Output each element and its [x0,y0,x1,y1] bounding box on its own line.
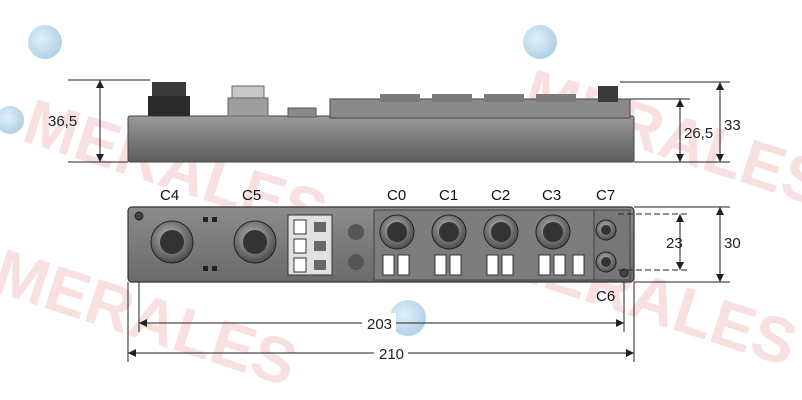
connector-c2-socket [491,222,511,242]
label-c5: C5 [242,187,261,204]
connector-c7-socket [601,225,611,235]
connector-c5-socket [243,230,267,254]
led-block [449,254,462,276]
led-block [572,254,585,276]
label-c4: C4 [160,187,179,204]
led-block [397,254,410,276]
dim-mount-length: 203 [367,316,392,333]
switch [293,257,307,273]
side-raised-section [329,98,631,119]
dim-side-height: 36,5 [48,113,77,130]
side-connector-small [598,86,618,102]
led-block [553,254,566,276]
mounting-hole [134,211,144,221]
globe-logo [28,25,62,59]
front-view [127,206,635,283]
connector-group-c3 [535,214,585,276]
connector-group-c0 [379,214,415,276]
connector-group-c1 [431,214,467,276]
side-bump [432,94,472,102]
dim-mount-length-bg [362,313,396,331]
led [212,266,217,271]
switch [314,222,326,232]
switch [293,238,307,254]
connector-c6-socket [601,257,611,267]
rotary-cap [348,224,364,240]
side-bump [484,94,524,102]
switch [314,260,326,270]
led-block [538,254,551,276]
label-c2: C2 [491,187,510,204]
side-tab [287,107,317,118]
dim-front-height: 30 [724,235,741,252]
mounting-hole [619,268,629,278]
label-c6: C6 [596,288,615,305]
side-view [127,82,635,163]
led [212,217,217,222]
connector-c3-socket [543,222,563,242]
connector-c0-socket [387,222,407,242]
label-c0: C0 [387,187,406,204]
dim-total-height: 33 [724,117,741,134]
led [203,217,208,222]
connector-group-c2 [483,214,519,276]
globe-logo [0,106,24,134]
globe-logo [523,25,557,59]
globe-logo [390,300,426,336]
side-connector-c4-nut [148,96,190,116]
side-bump [380,94,420,102]
dim-total-length: 210 [379,346,404,363]
connector-c4-socket [160,230,184,254]
label-c1: C1 [439,187,458,204]
connector-c1-socket [439,222,459,242]
label-c7: C7 [596,187,615,204]
side-connector-c5-nut [227,97,269,117]
label-c3: C3 [542,187,561,204]
dim-connector-pitch: 23 [666,235,683,252]
switch [293,219,307,235]
led-block [486,254,499,276]
side-body [127,115,635,163]
dim-total-length-bg [374,343,408,361]
led-block [434,254,447,276]
led [203,266,208,271]
side-bump [536,94,576,102]
led-block [382,254,395,276]
dim-body-height: 26,5 [684,125,713,142]
led-block [501,254,514,276]
switch [314,241,326,251]
rotary-cap [348,254,364,270]
